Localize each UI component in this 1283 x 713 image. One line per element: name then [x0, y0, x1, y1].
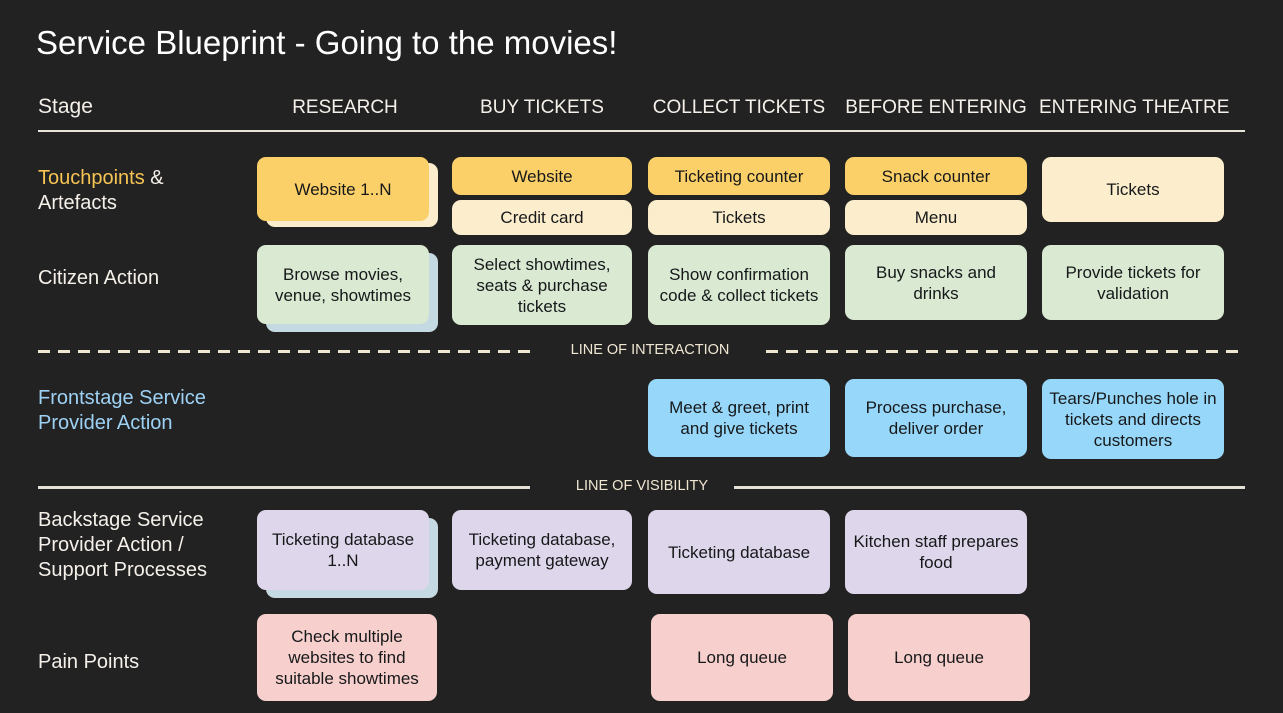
row-label-backstage-line1: Backstage Service	[38, 509, 204, 531]
card-pain-check-multiple-websites[interactable]: Check multiple websites to find suitable…	[257, 614, 437, 701]
card-pain-long-queue-collect[interactable]: Long queue	[651, 614, 833, 701]
row-label-artefacts-word: Artefacts	[38, 192, 117, 214]
card-backstage-ticketing-database-1n[interactable]: Ticketing database 1..N	[257, 510, 429, 590]
stage-header-before-entering: BEFORE ENTERING	[845, 97, 1027, 118]
row-label-touchpoints: Touchpoints & Artefacts	[38, 166, 253, 216]
card-touchpoint-tickets-collect[interactable]: Tickets	[648, 200, 830, 235]
card-citizen-browse-movies[interactable]: Browse movies, venue, showtimes	[257, 245, 429, 324]
line-of-visibility-right-line	[734, 486, 1245, 489]
row-label-backstage-line3: Support Processes	[38, 559, 207, 581]
card-touchpoint-snack-counter[interactable]: Snack counter	[845, 157, 1027, 195]
line-of-interaction: LINE OF INTERACTION	[0, 342, 1283, 360]
card-frontstage-process-purchase[interactable]: Process purchase, deliver order	[845, 379, 1027, 457]
row-label-frontstage-line2: Provider Action	[38, 412, 173, 434]
card-frontstage-meet-greet[interactable]: Meet & greet, print and give tickets	[648, 379, 830, 457]
row-label-frontstage: Frontstage Service Provider Action	[38, 386, 253, 436]
card-touchpoint-website-1n[interactable]: Website 1..N	[257, 157, 429, 221]
stage-header-buy-tickets: BUY TICKETS	[480, 97, 604, 118]
line-of-interaction-right-dash	[766, 350, 1245, 353]
card-backstage-ticketing-db-payment[interactable]: Ticketing database, payment gateway	[452, 510, 632, 590]
line-of-visibility: LINE OF VISIBILITY	[0, 478, 1283, 496]
card-touchpoint-credit-card[interactable]: Credit card	[452, 200, 632, 235]
line-of-interaction-left-dash	[38, 350, 536, 353]
header-divider-rule	[38, 130, 1245, 132]
card-touchpoint-ticketing-counter[interactable]: Ticketing counter	[648, 157, 830, 195]
stage-header-research: RESEARCH	[292, 97, 398, 118]
row-label-touchpoints-amp: &	[144, 167, 164, 189]
stage-column-label: Stage	[38, 95, 93, 118]
stage-header-collect-tickets: COLLECT TICKETS	[652, 97, 826, 118]
stage-header-row: Stage RESEARCH BUY TICKETS COLLECT TICKE…	[0, 95, 1283, 127]
page-title: Service Blueprint - Going to the movies!	[36, 24, 618, 61]
stage-header-entering-theatre: ENTERING THEATRE	[1039, 97, 1230, 118]
card-backstage-kitchen-staff[interactable]: Kitchen staff prepares food	[845, 510, 1027, 594]
row-label-citizen-action: Citizen Action	[38, 267, 160, 289]
row-label-touchpoints-word: Touchpoints	[38, 167, 145, 189]
line-of-visibility-label: LINE OF VISIBILITY	[575, 478, 709, 494]
card-pain-long-queue-before[interactable]: Long queue	[848, 614, 1030, 701]
row-label-backstage: Backstage Service Provider Action / Supp…	[38, 508, 253, 583]
row-label-backstage-line2: Provider Action /	[38, 534, 184, 556]
card-citizen-select-showtimes[interactable]: Select showtimes, seats & purchase ticke…	[452, 245, 632, 325]
line-of-interaction-label: LINE OF INTERACTION	[570, 342, 730, 358]
card-touchpoint-tickets-entering[interactable]: Tickets	[1042, 157, 1224, 222]
card-frontstage-tears-punches[interactable]: Tears/Punches hole in tickets and direct…	[1042, 379, 1224, 459]
card-citizen-show-confirmation[interactable]: Show confirmation code & collect tickets	[648, 245, 830, 325]
card-backstage-ticketing-database[interactable]: Ticketing database	[648, 510, 830, 594]
line-of-visibility-left-line	[38, 486, 530, 489]
card-citizen-provide-tickets[interactable]: Provide tickets for validation	[1042, 245, 1224, 320]
row-label-frontstage-line1: Frontstage Service	[38, 387, 206, 409]
row-label-pain-points: Pain Points	[38, 651, 140, 673]
card-touchpoint-website[interactable]: Website	[452, 157, 632, 195]
card-citizen-buy-snacks[interactable]: Buy snacks and drinks	[845, 245, 1027, 320]
card-touchpoint-menu[interactable]: Menu	[845, 200, 1027, 235]
